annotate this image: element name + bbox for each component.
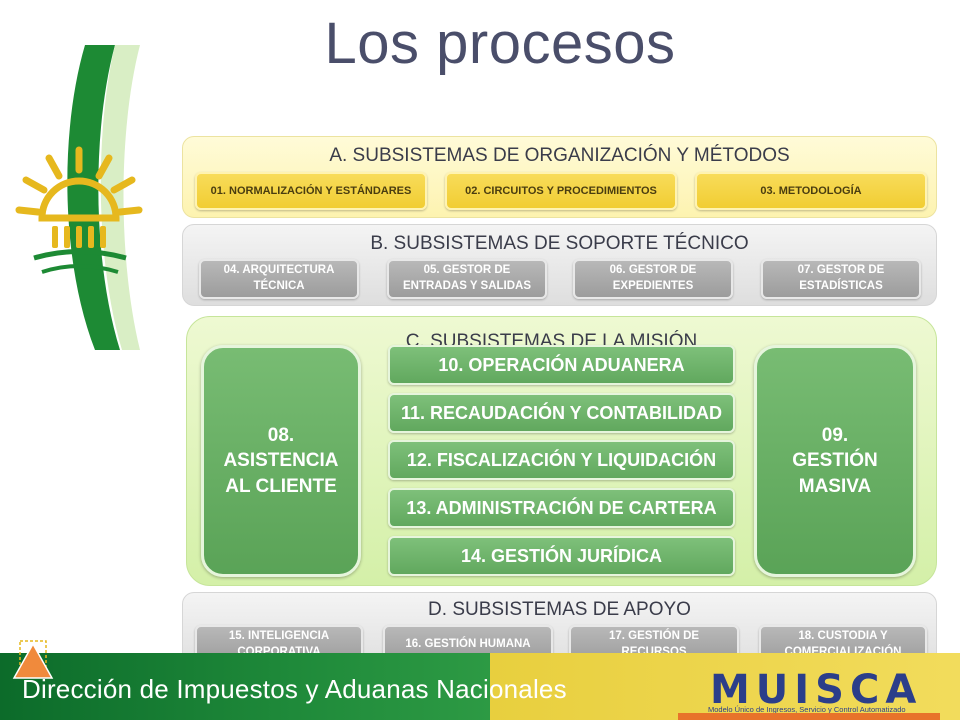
- panel-organizacion-metodos: A. SUBSISTEMAS DE ORGANIZACIÓN Y MÉTODOS…: [182, 136, 937, 218]
- footer-organization-name: Dirección de Impuestos y Aduanas Naciona…: [22, 674, 567, 704]
- home-triangle-icon[interactable]: [12, 640, 54, 680]
- dian-sun-logo-icon: [15, 146, 143, 274]
- muisca-logo: MUISCA: [710, 667, 923, 713]
- left-decoration: [67, 45, 140, 350]
- process-02-box[interactable]: 02. CIRCUITOS Y PROCEDIMIENTOS: [445, 172, 677, 210]
- page-title: Los procesos: [324, 11, 676, 76]
- muisca-subtitle: Modelo Único de Ingresos, Servicio y Con…: [708, 705, 906, 714]
- footer-green-band: [0, 653, 490, 720]
- process-07-box[interactable]: 07. GESTOR DE ESTADÍSTICAS: [761, 259, 921, 299]
- process-11-box[interactable]: 11. RECAUDACIÓN Y CONTABILIDAD: [388, 393, 735, 433]
- process-08-box[interactable]: 08. ASISTENCIA AL CLIENTE: [201, 345, 361, 577]
- panel-soporte-tecnico: B. SUBSISTEMAS DE SOPORTE TÉCNICO 04. AR…: [182, 224, 937, 306]
- process-04-box[interactable]: 04. ARQUITECTURA TÉCNICA: [199, 259, 359, 299]
- process-12-box[interactable]: 12. FISCALIZACIÓN Y LIQUIDACIÓN: [388, 440, 735, 480]
- process-06-box[interactable]: 06. GESTOR DE EXPEDIENTES: [573, 259, 733, 299]
- footer-orange-accent: [678, 713, 940, 720]
- process-09-box[interactable]: 09. GESTIÓN MASIVA: [754, 345, 916, 577]
- panel-a-title: A. SUBSISTEMAS DE ORGANIZACIÓN Y MÉTODOS: [329, 145, 790, 166]
- panel-b-title: B. SUBSISTEMAS DE SOPORTE TÉCNICO: [370, 233, 749, 254]
- footer-yellow-band: [490, 653, 960, 720]
- panel-d-title: D. SUBSISTEMAS DE APOYO: [428, 599, 691, 620]
- panel-mision: C. SUBSISTEMAS DE LA MISIÓN 08. ASISTENC…: [186, 316, 937, 586]
- process-14-box[interactable]: 14. GESTIÓN JURÍDICA: [388, 536, 735, 576]
- process-10-box[interactable]: 10. OPERACIÓN ADUANERA: [388, 345, 735, 385]
- process-03-box[interactable]: 03. METODOLOGÍA: [695, 172, 927, 210]
- process-05-box[interactable]: 05. GESTOR DE ENTRADAS Y SALIDAS: [387, 259, 547, 299]
- process-13-box[interactable]: 13. ADMINISTRACIÓN DE CARTERA: [388, 488, 735, 528]
- process-01-box[interactable]: 01. NORMALIZACIÓN Y ESTÁNDARES: [195, 172, 427, 210]
